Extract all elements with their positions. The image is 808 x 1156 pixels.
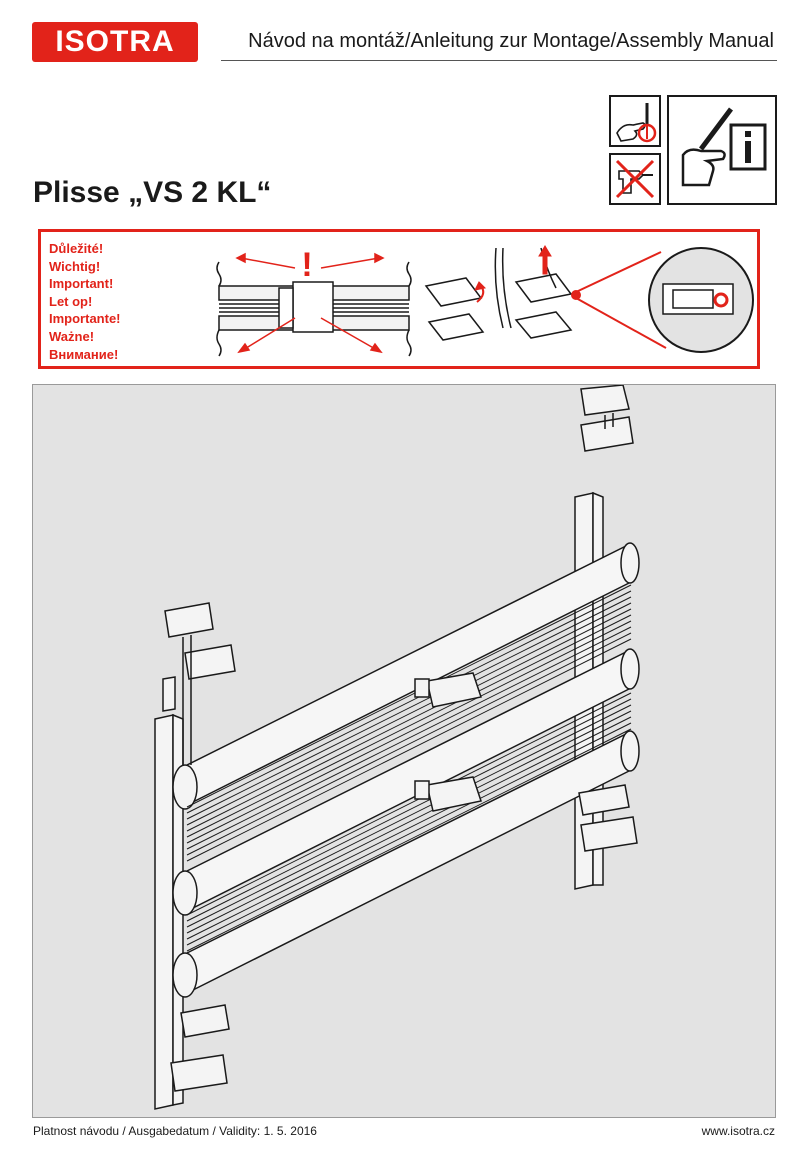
- warning-arrows: [235, 252, 385, 354]
- website-link[interactable]: www.isotra.cz: [701, 1124, 775, 1138]
- red-arrows: [474, 245, 552, 303]
- warning-label: Ważne!: [49, 328, 95, 344]
- lower-pleated-fabric: [186, 692, 632, 952]
- product-title: Plisse „VS 2 KL“: [33, 176, 272, 209]
- warning-label: Importante!: [49, 311, 121, 327]
- bottom-right-bracket: [578, 784, 638, 852]
- warning-label: Důležité!: [49, 241, 104, 256]
- header-rule: [221, 60, 777, 61]
- important-notice-box: Důležité! Wichtig! Important! Let op! Im…: [38, 229, 760, 369]
- tool-icons-group: [609, 95, 779, 207]
- left-guide-rail: [154, 713, 184, 1110]
- power-drill-forbidden-icon: [609, 153, 661, 205]
- warning-label: Let op!: [49, 293, 93, 309]
- top-right-bracket: [580, 385, 634, 452]
- bottom-left-bracket: [170, 1004, 230, 1092]
- warning-illustrations: !: [216, 245, 754, 357]
- read-manual-info-icon: [667, 95, 777, 205]
- warning-label: Внимание!: [49, 346, 119, 362]
- upper-handle: [414, 672, 482, 708]
- top-profile-rail: [172, 542, 640, 810]
- detail-callout-lines: [571, 251, 667, 349]
- bottom-profile-rail: [172, 730, 640, 998]
- header-title: Návod na montáž/Anleitung zur Montage/As…: [248, 30, 774, 52]
- warning-label: Important!: [49, 276, 114, 292]
- detail-part: [662, 283, 734, 315]
- blind-profile-diagram: [216, 261, 412, 357]
- pleated-fabric: [186, 584, 632, 862]
- lower-handle: [414, 776, 482, 812]
- warning-label: Wichtig!: [49, 258, 101, 274]
- screwdriver-allowed-icon: [609, 95, 661, 147]
- validity-date: Platnost návodu / Ausgabedatum / Validit…: [33, 1124, 317, 1138]
- pleated-blind-drawing: [154, 385, 640, 1110]
- logo-text: ISOTRA: [55, 25, 175, 58]
- bracket-clip-diagram: [424, 247, 573, 341]
- isotra-logo: ISOTRA: [32, 22, 198, 62]
- top-left-bracket: [162, 602, 236, 765]
- assembly-illustration-panel: [32, 384, 776, 1118]
- exclamation-mark: !: [301, 246, 312, 284]
- middle-profile-rail: [172, 648, 640, 916]
- warning-label-list: Důležité! Wichtig! Important! Let op! Im…: [49, 240, 121, 363]
